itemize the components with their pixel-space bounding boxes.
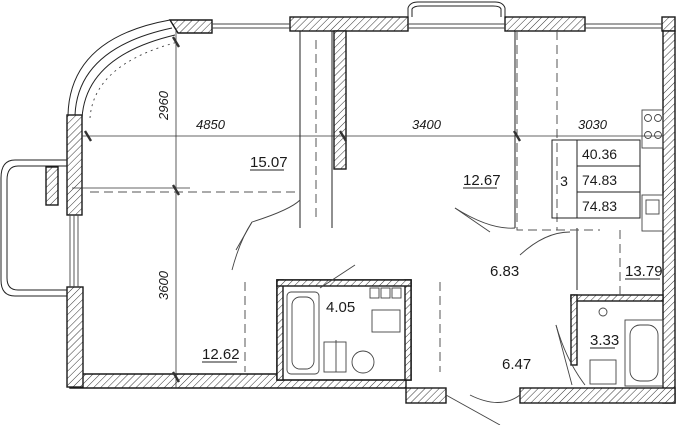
kitchen-fixtures bbox=[641, 109, 664, 232]
total-area: 74.83 bbox=[582, 172, 617, 188]
width-1-label: 4850 bbox=[196, 117, 226, 132]
total-area-with-balcony: 74.83 bbox=[582, 198, 617, 214]
bathroom-fixtures bbox=[286, 287, 402, 375]
room-area-kitchen: 13.79 bbox=[625, 263, 663, 280]
room-area-corridor: 6.47 bbox=[502, 356, 531, 373]
depth-2-label: 3600 bbox=[156, 270, 171, 300]
width-3-label: 3030 bbox=[578, 117, 608, 132]
width-2-label: 3400 bbox=[412, 117, 442, 132]
zoning-lines bbox=[90, 31, 621, 372]
room-area-hall: 6.83 bbox=[490, 263, 519, 280]
room-area-wc: 3.33 bbox=[590, 332, 619, 349]
balcony-left bbox=[0, 159, 67, 297]
room-area-bedroom: 12.67 bbox=[463, 172, 501, 189]
dimension-axes bbox=[72, 30, 663, 388]
living-area: 40.36 bbox=[582, 146, 617, 162]
depth-1-label: 2960 bbox=[156, 90, 171, 121]
room-area-bedroom2: 12.62 bbox=[202, 346, 240, 363]
wc-fixtures bbox=[589, 307, 664, 387]
rooms-count: 3 bbox=[560, 173, 568, 189]
room-labels: 15.07 12.67 13.79 6.83 4.05 12.62 6.47 3… bbox=[202, 154, 663, 373]
dimension-labels: 4850 3400 3030 2960 3600 bbox=[156, 90, 608, 300]
doors bbox=[231, 199, 586, 425]
room-area-living: 15.07 bbox=[250, 154, 288, 171]
room-area-bathroom: 4.05 bbox=[326, 299, 355, 316]
area-summary: 3 40.36 74.83 74.83 bbox=[551, 139, 641, 219]
